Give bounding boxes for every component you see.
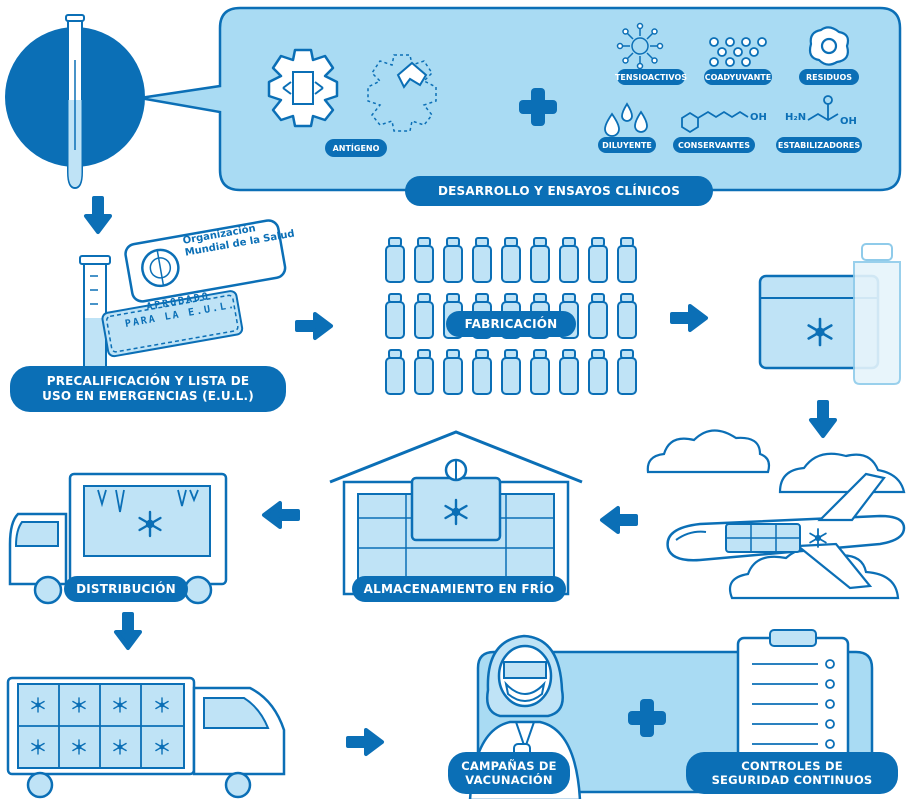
stabilizer-h2n-label: H₂N	[785, 112, 807, 123]
refrigerated-truck-icon	[8, 472, 228, 605]
campaigns-label: CAMPAÑAS DE VACUNACIÓN	[448, 752, 570, 794]
plus-icon	[519, 88, 557, 126]
residues-tag: RESIDUOS	[799, 69, 859, 85]
antigen-gear-icon	[267, 48, 339, 128]
adjuvant-tag: COADYUVANTE	[704, 69, 772, 85]
clipboard-checklist-icon	[736, 629, 850, 772]
preservatives-tag: CONSERVANTES	[673, 137, 755, 153]
development-section	[5, 6, 902, 192]
prequalification-label: PRECALIFICACIÓN Y LISTA DE USO EN EMERGE…	[10, 366, 286, 412]
surfactant-icon	[616, 22, 664, 70]
campaigns-line-1: CAMPAÑAS DE	[461, 758, 557, 773]
test-tube-icon	[65, 14, 85, 190]
prequalification-illustration	[79, 219, 287, 373]
arrow-right-icon	[346, 728, 384, 756]
distribution-label: DISTRIBUCIÓN	[64, 576, 188, 602]
arrow-left-icon	[262, 501, 300, 529]
antigen-outline-icon	[367, 54, 437, 132]
speech-bubble-panel	[139, 6, 902, 192]
prequalification-line-2: USO EN EMERGENCIAS (E.U.L.)	[42, 389, 254, 403]
who-stamp	[124, 219, 287, 303]
stabilizer-oh-label: OH	[840, 116, 857, 127]
airplane-icon	[666, 472, 906, 590]
cold-storage-label: ALMACENAMIENTO EN FRÍO	[352, 576, 566, 602]
surfactants-tag: TENSIOACTIVOS	[615, 69, 687, 85]
safety-line-2: SEGURIDAD CONTINUOS	[711, 773, 873, 787]
egg-residue-icon	[808, 26, 850, 66]
stabilizers-tag: ESTABILIZADORES	[776, 137, 862, 153]
preservative-oh-label: OH	[750, 112, 767, 123]
approved-stamp	[101, 290, 244, 358]
diluent-tag: DILUYENTE	[598, 137, 656, 153]
safety-line-1: CONTROLES DE	[741, 758, 843, 773]
arrow-down-icon	[114, 612, 142, 650]
diluent-drops-icon	[604, 102, 648, 137]
plus-icon	[628, 699, 666, 737]
stabilizer-molecule-icon	[807, 95, 839, 122]
arrow-right-icon	[295, 312, 333, 340]
development-label: DESARROLLO Y ENSAYOS CLÍNICOS	[405, 176, 713, 206]
arrow-down-icon	[809, 400, 837, 438]
adjuvant-icon	[709, 37, 767, 67]
safety-controls-label: CONTROLES DE SEGURIDAD CONTINUOS	[686, 752, 898, 794]
arrow-right-icon	[670, 304, 708, 332]
preservative-molecule-icon	[681, 110, 749, 134]
antigen-tag: ANTÍGENO	[325, 139, 387, 157]
manufacturing-label: FABRICACIÓN	[446, 311, 576, 337]
bottle-icon	[853, 243, 901, 385]
clouds	[646, 429, 906, 600]
campaigns-line-2: VACUNACIÓN	[465, 773, 553, 787]
delivery-truck-icon	[6, 676, 286, 799]
arrow-down-icon	[84, 196, 112, 234]
prequalification-line-1: PRECALIFICACIÓN Y LISTA DE	[46, 374, 250, 388]
arrow-left-icon	[600, 506, 638, 534]
warehouse-icon	[329, 430, 583, 596]
